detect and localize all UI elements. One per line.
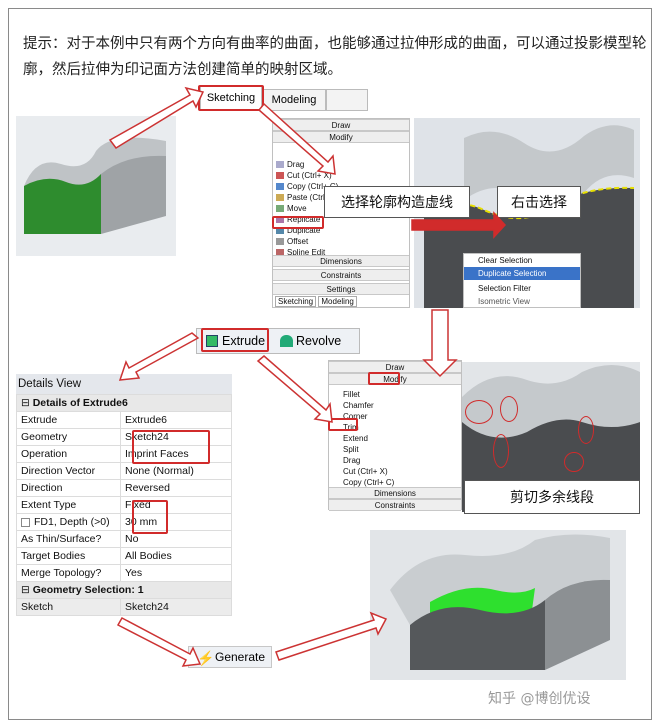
settings-header[interactable]: Settings (273, 283, 409, 295)
modify-header[interactable]: Modify (273, 131, 409, 143)
trim-mark-2 (500, 396, 518, 422)
dimensions-header-2[interactable]: Dimensions (329, 487, 461, 499)
paste-icon (276, 194, 284, 201)
duplicate-highlight (272, 216, 324, 229)
extrude-toolbar (196, 328, 360, 354)
context-menu: Clear Selection Duplicate Selection Sele… (463, 253, 581, 308)
generate-button[interactable]: ⚡ Generate (188, 646, 272, 668)
collapse-icon: ⊟ (21, 397, 33, 409)
trim-mark-4 (578, 416, 594, 444)
menu-split[interactable]: Split (343, 445, 359, 454)
menu-corner[interactable]: Corner (343, 412, 368, 421)
trim-mark-3 (493, 434, 509, 468)
lightning-icon: ⚡ (197, 650, 215, 666)
menu-fillet[interactable]: Fillet (343, 390, 360, 399)
menu-cut-2[interactable]: Cut (Ctrl+ X) (343, 467, 388, 476)
trim-highlight (328, 418, 358, 431)
menu-isometric-view[interactable]: Isometric View (478, 297, 530, 306)
draw-header[interactable]: Draw (273, 119, 409, 131)
model-view-4 (370, 530, 626, 680)
spline-icon (276, 249, 284, 256)
extent-highlight (132, 500, 168, 534)
dimensions-header[interactable]: Dimensions (273, 255, 409, 267)
details-view: Details View ⊟ Details of Extrude6 Extru… (16, 374, 232, 620)
callout-trim-extra: 剪切多余线段 (464, 480, 640, 514)
trim-mark-5 (564, 452, 584, 472)
move-icon (276, 205, 284, 212)
modify-highlight (368, 372, 400, 385)
intro-text: 提示：对于本例中只有两个方向有曲率的曲面，也能够通过拉伸形成的曲面，可以通过投影… (23, 36, 647, 78)
watermark: 知乎 @博创优设 (488, 691, 591, 707)
menu-cut[interactable]: Cut (Ctrl+ X) (273, 170, 409, 181)
constraints-header[interactable]: Constraints (273, 269, 409, 281)
extrude-button[interactable]: Extrude (204, 331, 272, 351)
revolve-button[interactable]: Revolve (278, 331, 356, 351)
menu-copy[interactable]: Copy (Ctrl+ C) (273, 181, 409, 192)
panel-bottom-tabs: Sketching Modeling (275, 296, 357, 307)
menu-replicate[interactable]: Replicate (273, 214, 409, 225)
menu-duplicate-selection[interactable]: Duplicate Selection (464, 267, 580, 280)
extrude-icon (206, 335, 218, 347)
menu-spline-edit[interactable]: Spline Edit (273, 247, 409, 258)
revolve-icon (280, 335, 293, 347)
menu-offset[interactable]: Offset (273, 236, 409, 247)
menu-extend[interactable]: Extend (343, 434, 368, 443)
menu-selection-filter[interactable]: Selection Filter (478, 284, 531, 293)
model-view-1 (16, 116, 176, 256)
offset-icon (276, 238, 284, 245)
tab-blank (326, 89, 368, 111)
bottom-tab-sketching[interactable]: Sketching (275, 296, 317, 307)
menu-chamfer[interactable]: Chamfer (343, 401, 374, 410)
callout-select-profile: 选择轮廓构造虚线 (324, 186, 470, 218)
bottom-tab-modeling[interactable]: Modeling (318, 296, 357, 307)
section-geometry-selection[interactable]: ⊟ Geometry Selection: 1 (16, 581, 232, 599)
extrude-highlight (201, 328, 269, 352)
trim-mark-1 (465, 400, 493, 424)
callout-right-click: 右击选择 (497, 186, 581, 218)
copy-icon (276, 183, 284, 190)
replicate-icon (276, 216, 284, 223)
menu-move[interactable]: Move (273, 203, 409, 214)
geometry-highlight (132, 430, 210, 464)
menu-drag[interactable]: Drag (273, 159, 409, 170)
drag-icon (276, 161, 284, 168)
details-view-title: Details View (16, 374, 232, 394)
constraints-header-2[interactable]: Constraints (329, 499, 461, 511)
collapse-icon: ⊟ (21, 584, 33, 596)
menu-duplicate[interactable]: Duplicate (273, 225, 409, 236)
menu-clear-selection[interactable]: Clear Selection (478, 256, 533, 265)
menu-copy-2[interactable]: Copy (Ctrl+ C) (343, 478, 395, 487)
duplicate-icon (276, 227, 284, 234)
menu-drag-2[interactable]: Drag (343, 456, 361, 465)
detail-row[interactable]: As Thin/Surface?No (16, 530, 232, 548)
checkbox[interactable] (21, 517, 30, 527)
scissors-icon (276, 172, 284, 179)
tab-modeling[interactable]: Modeling (262, 89, 326, 111)
menu-paste[interactable]: Paste (Ctrl (273, 192, 409, 203)
menu-trim[interactable]: Trim (343, 423, 359, 432)
